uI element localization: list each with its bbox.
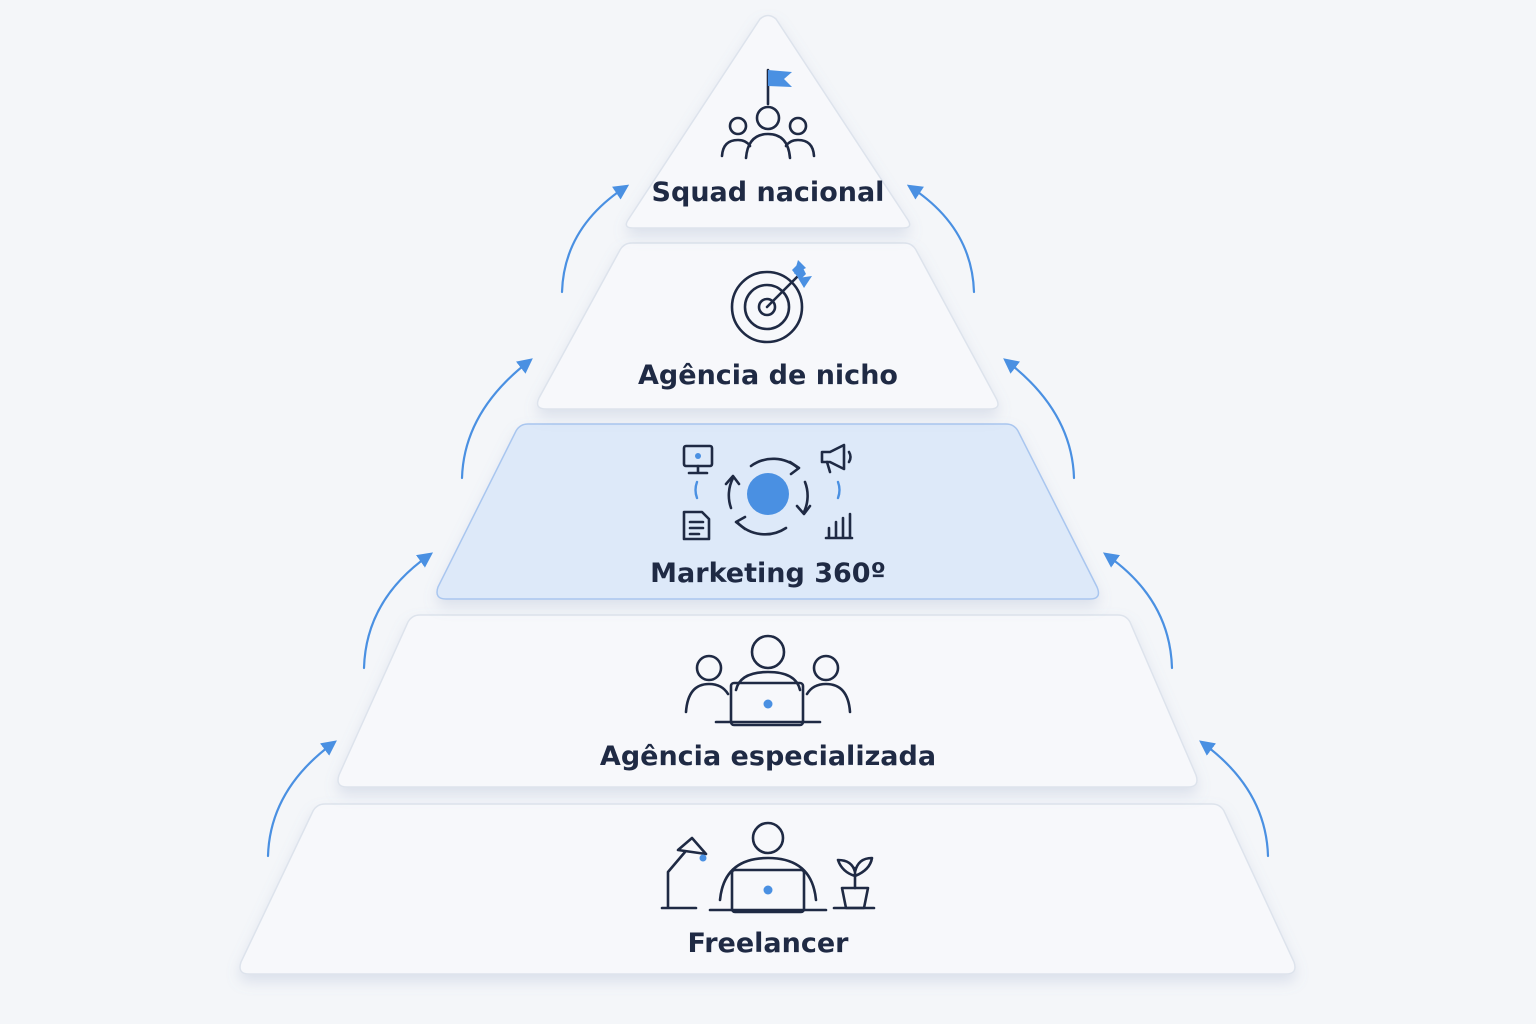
megaphone-icon	[820, 443, 852, 474]
freelancer-desk-icon	[660, 821, 876, 914]
arrow-right-1	[1199, 740, 1270, 858]
team-laptop-icon	[684, 634, 852, 727]
right-ascending-arrows	[906, 184, 1270, 858]
arrow-left-4	[560, 184, 630, 294]
target-arrow-icon	[730, 260, 812, 344]
left-ascending-arrows	[266, 184, 630, 858]
tier-agencia-especializada-label: Agência especializada	[600, 741, 936, 772]
tier-agencia-de-nicho-label: Agência de nicho	[638, 360, 898, 391]
arrow-right-3	[1003, 358, 1076, 480]
monitor-icon	[682, 444, 714, 475]
bar-chart-icon	[824, 512, 854, 540]
tier-agencia-de-nicho-shape	[536, 242, 999, 410]
arrow-left-3	[460, 358, 533, 480]
tier-squad-nacional-label: Squad nacional	[652, 177, 885, 208]
arrow-right-2	[1102, 552, 1174, 670]
arrow-left-1	[266, 740, 337, 858]
tier-marketing-360-label: Marketing 360º	[650, 558, 886, 589]
tier-agencia-de-nicho: Agência de nicho	[536, 242, 999, 410]
arrow-right-4	[906, 184, 976, 294]
tier-squad-nacional-shape	[625, 14, 911, 229]
document-icon	[682, 510, 711, 541]
tier-agencia-especializada: Agência especializada	[337, 614, 1198, 788]
tier-freelancer-label: Freelancer	[688, 928, 850, 959]
marketing-cycle-icon	[682, 443, 854, 541]
tier-freelancer: Freelancer	[239, 803, 1296, 975]
tier-marketing-360: Marketing 360º	[436, 423, 1100, 600]
team-flag-icon	[720, 68, 816, 160]
tier-squad-nacional: Squad nacional	[625, 14, 911, 229]
arrow-left-2	[362, 552, 434, 670]
